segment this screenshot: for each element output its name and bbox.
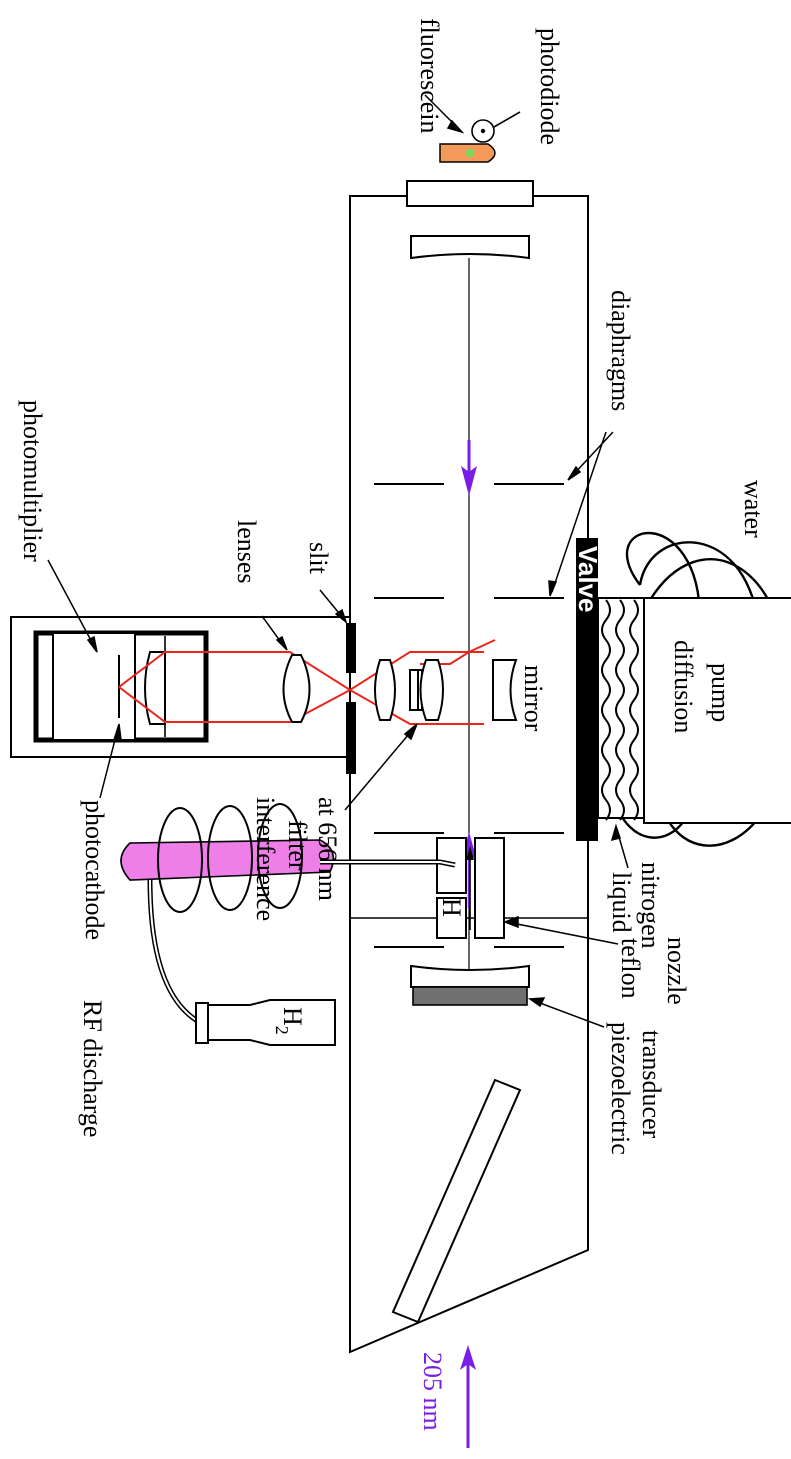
diffusion-pump-body: [643, 597, 791, 824]
label-photodiode: photodiode: [535, 28, 564, 145]
label-nozzle: nozzle: [662, 937, 691, 1005]
label-piezoelectric: piezoelectric: [606, 1022, 635, 1155]
label-liquid: liquid: [607, 872, 636, 933]
end-mirror-top: [410, 235, 530, 260]
valve: [576, 538, 598, 841]
pmt-lens: [144, 651, 166, 725]
label-rf-discharge: RF discharge: [78, 1000, 107, 1137]
input-uv-arrow: [460, 1345, 476, 1448]
label-water: water: [739, 480, 768, 538]
diaphragms: [374, 483, 564, 948]
label-interference-line2: filter: [283, 820, 312, 871]
label-lenses: lenses: [232, 520, 261, 584]
liquid-nitrogen-trap: [597, 597, 645, 821]
exit-window: [406, 180, 534, 207]
label-photomultiplier: photomultiplier: [18, 400, 47, 562]
label-slit: slit: [304, 542, 333, 575]
label-valve: Valve: [573, 546, 603, 613]
teflon-nozzle: [436, 837, 505, 939]
photomultiplier-tube: [52, 632, 136, 741]
label-photocathode: photocathode: [80, 800, 109, 940]
label-pump: pump: [706, 663, 735, 722]
label-mirror: mirror: [519, 665, 548, 732]
label-h2-subscript: 2: [272, 1026, 292, 1035]
lens-large: [282, 654, 311, 723]
rf-discharge: [120, 803, 335, 913]
h2-bottle: [195, 999, 336, 1046]
photodiode-icon: [471, 111, 521, 143]
label-diaphragms: diaphragms: [606, 290, 635, 411]
label-interference-line3: at 656 nm: [313, 797, 342, 901]
label-h2-main: H: [278, 1007, 307, 1026]
fluorescein-cell: [439, 143, 496, 163]
label-h2: H2: [272, 1007, 307, 1035]
label-diffusion: diffusion: [669, 640, 698, 733]
piezoelectric-transducer: [412, 986, 528, 1006]
end-mirror-bottom: [410, 964, 530, 988]
input-window: [391, 1078, 522, 1324]
label-fluorescein: fluorescein: [415, 18, 444, 134]
collection-mirror: [492, 659, 518, 721]
label-transducer: transducer: [637, 1030, 666, 1139]
leader-lines: [47, 94, 629, 1028]
collection-optics: [374, 659, 444, 721]
label-teflon: teflon: [616, 938, 645, 999]
label-h-beam: H: [437, 898, 466, 917]
label-nitrogen: nitrogen: [636, 862, 665, 949]
label-interference-line1: interference: [251, 797, 280, 921]
slit: [346, 623, 356, 774]
label-wavelength-205nm: 205 nm: [418, 1352, 447, 1431]
